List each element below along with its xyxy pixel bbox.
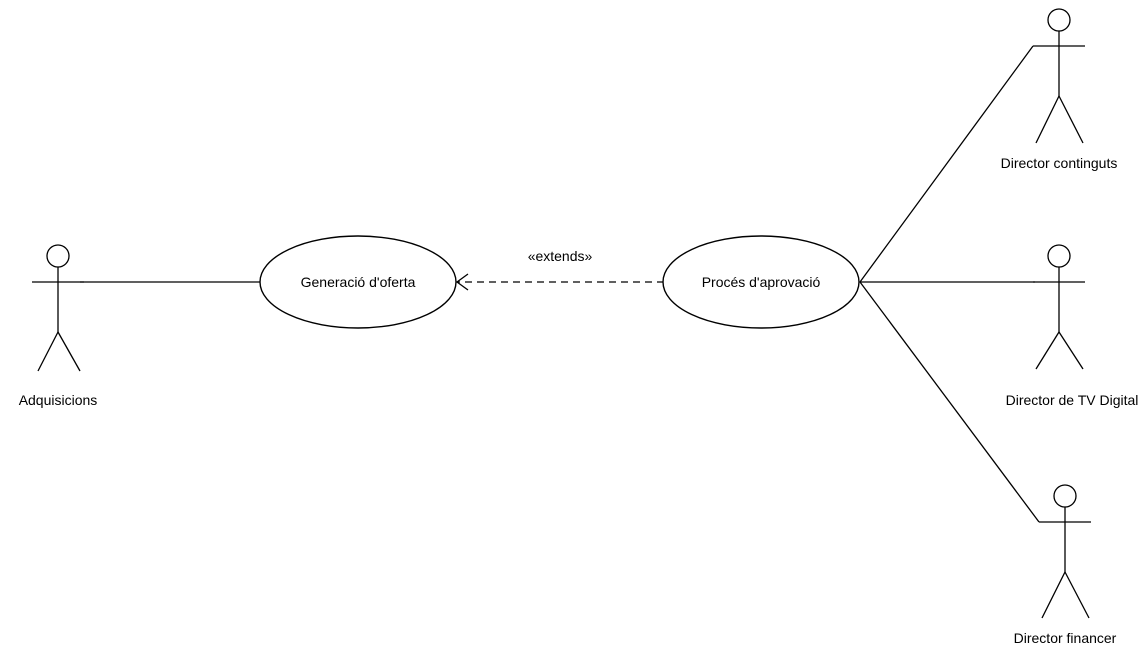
use-case-label: Generació d'oferta: [301, 274, 416, 290]
stick-figure-icon: [1033, 8, 1085, 144]
stick-figure-icon: [32, 244, 84, 372]
association-aprovacio-director-continguts: [859, 45, 1034, 283]
use-case-generacio-oferta[interactable]: Generació d'oferta: [259, 235, 457, 329]
extends-label: «extends»: [528, 248, 593, 264]
use-case-label: Procés d'aprovació: [702, 274, 821, 290]
actor-adquisicions[interactable]: Adquisicions: [19, 244, 98, 408]
use-case-proces-aprovacio[interactable]: Procés d'aprovació: [662, 235, 860, 329]
stick-figure-icon: [1033, 244, 1085, 370]
actor-director-continguts[interactable]: Director continguts: [1001, 8, 1118, 171]
actor-director-financer[interactable]: Director financer: [1014, 484, 1117, 646]
actor-label: Director continguts: [1001, 155, 1118, 171]
use-case-ellipse: [259, 235, 457, 329]
stick-figure-icon: [1039, 484, 1091, 619]
association-aprovacio-director-financer: [859, 281, 1040, 523]
use-case-ellipse: [662, 235, 860, 329]
actor-label: Director de TV Digital: [1006, 392, 1139, 408]
actor-label: Adquisicions: [19, 392, 98, 408]
actor-label: Director financer: [1014, 630, 1117, 646]
extends-arrowhead: [455, 273, 469, 291]
actor-director-tv-digital[interactable]: Director de TV Digital: [1006, 244, 1139, 408]
